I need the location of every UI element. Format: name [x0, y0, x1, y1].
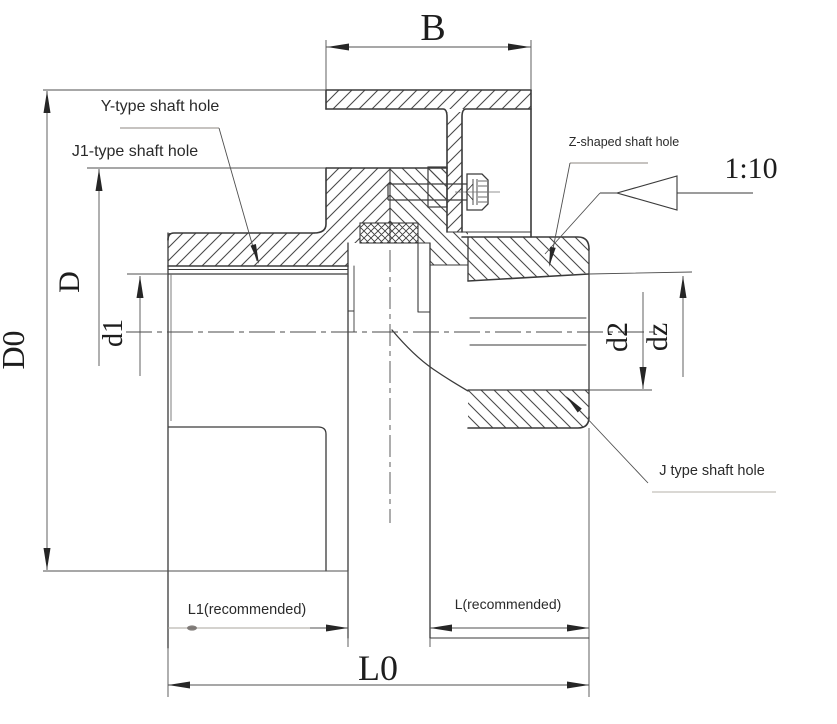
- arrow-L-left: [430, 624, 452, 632]
- arrow-L-right: [567, 624, 589, 632]
- dim-bottom-extensions: [167, 428, 590, 697]
- callout-z-type: Z-shaped shaft hole: [569, 135, 680, 149]
- dim-label-d2: d2: [601, 322, 634, 352]
- arrow-B-right: [508, 43, 530, 51]
- callout-j-type: J type shaft hole: [659, 463, 765, 479]
- dim-label-D0: D0: [0, 330, 31, 369]
- arrow-D0-bottom: [43, 548, 51, 570]
- callout-j1-type: J1-type shaft hole: [72, 143, 198, 160]
- dim-label-d1: d1: [98, 319, 129, 347]
- arrow-dz-top: [679, 276, 687, 298]
- spigot-step-left: [347, 265, 355, 333]
- dim-label-dz: dz: [641, 323, 674, 351]
- left-flange-section: [326, 168, 390, 233]
- dim-label-D: D: [53, 271, 86, 293]
- drawing-text: B D0 D d1 d2 dz L0 1:10 Y-type shaft hol…: [0, 7, 778, 688]
- outer-sleeve: [326, 90, 531, 232]
- j-leader-line: [567, 397, 649, 484]
- print-artifact: [187, 625, 197, 631]
- dim-label-L: L(recommended): [455, 596, 562, 612]
- centerlines: [126, 250, 658, 523]
- elastic-element-section: [359, 222, 419, 244]
- callout-y-type: Y-type shaft hole: [101, 98, 220, 115]
- arrow-z-leader: [549, 246, 556, 267]
- left-hub-lower-silhouette: [168, 426, 327, 572]
- lower-band-bottom: [467, 416, 590, 429]
- arrow-d2-bottom: [639, 367, 647, 389]
- arrow-L0-left: [168, 681, 190, 689]
- arrow-B-left: [327, 43, 349, 51]
- j-bore-flare-curve: [391, 329, 469, 392]
- right-hub-lower-band-section: [468, 390, 589, 428]
- small-bore-lines: [469, 317, 587, 346]
- arrow-y-leader: [250, 244, 259, 264]
- arrow-d1-top: [136, 276, 144, 298]
- dim-B-extensions: [325, 40, 532, 90]
- sleeve-web: [447, 112, 462, 232]
- taper-bore-line: [467, 273, 590, 282]
- leader-arrows: [250, 244, 582, 413]
- dimension-arrows: [43, 43, 687, 689]
- object-outlines: [167, 89, 590, 649]
- right-hub-upper-band-section: [468, 237, 589, 281]
- taper-ratio-label: 1:10: [724, 152, 777, 185]
- right-hub-band-top: [461, 236, 590, 250]
- dim-D0-extensions: [43, 89, 348, 572]
- taper-symbol: [600, 175, 753, 211]
- left-half-coupling: [168, 168, 390, 266]
- left-flange-left-edge: [313, 167, 327, 234]
- taper-symbol-triangle: [614, 175, 678, 211]
- bolt-sleeve-block: [427, 166, 448, 208]
- right-half-coupling: [390, 168, 589, 428]
- arrow-L0-right: [567, 681, 589, 689]
- pin-lower-edges: [359, 242, 431, 313]
- sleeve-bottom-and-web: [325, 108, 532, 233]
- arrow-D0-top: [43, 91, 51, 113]
- sleeve-top-band: [326, 90, 531, 109]
- bolt: [387, 166, 500, 211]
- callout-leaders: [120, 127, 776, 493]
- dim-label-L0: L0: [358, 648, 398, 688]
- dim-label-B: B: [420, 7, 445, 49]
- dim-label-L1: L1(recommended): [188, 602, 306, 618]
- arrow-D-top: [95, 169, 103, 191]
- dim-d2-dz-extensions: [588, 271, 693, 391]
- right-flange-boss-section: [418, 232, 468, 265]
- dimension-lines: [43, 40, 693, 697]
- arrow-L1-right: [326, 624, 348, 632]
- y-leader-line: [218, 127, 258, 262]
- arrow-j-leader: [566, 396, 582, 413]
- left-hub-band-section: [168, 233, 360, 266]
- z-leader-line: [549, 162, 571, 265]
- taper-leader-line: [544, 192, 601, 255]
